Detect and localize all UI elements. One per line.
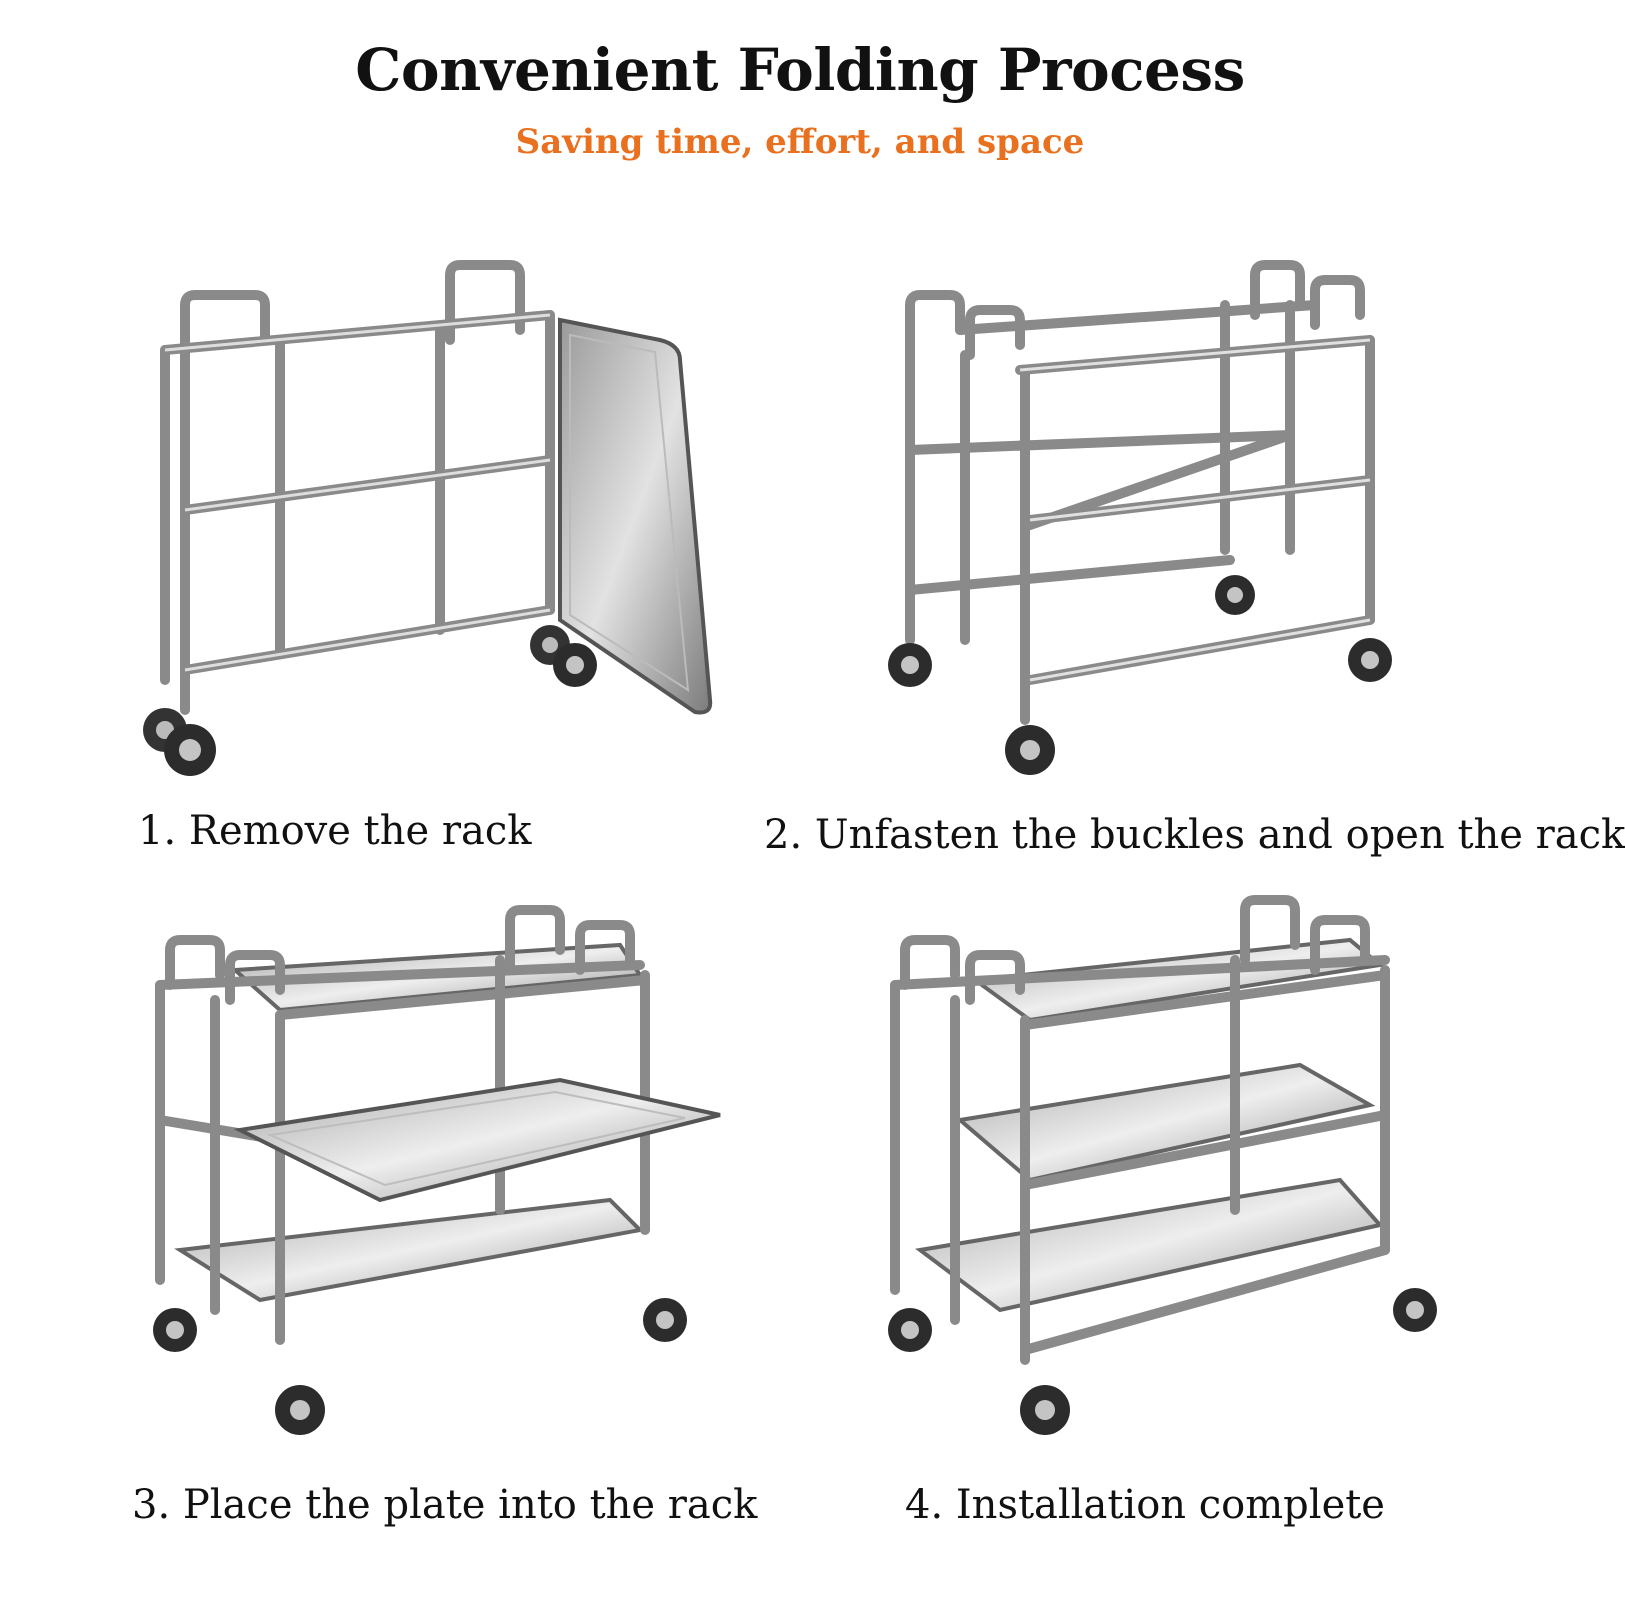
step-1-image xyxy=(140,260,740,800)
step-4-caption: 4. Installation complete xyxy=(905,1482,1385,1528)
page-subtitle: Saving time, effort, and space xyxy=(515,122,1085,162)
step-2-image xyxy=(888,260,1450,800)
step-3-image xyxy=(140,900,760,1460)
step-4-image xyxy=(880,890,1480,1460)
step-1-caption: 1. Remove the rack xyxy=(138,808,532,854)
step-3-caption: 3. Place the plate into the rack xyxy=(132,1482,758,1528)
step-2-caption: 2. Unfasten the buckles and open the rac… xyxy=(764,812,1625,858)
page-title: Convenient Folding Process xyxy=(355,36,1245,104)
